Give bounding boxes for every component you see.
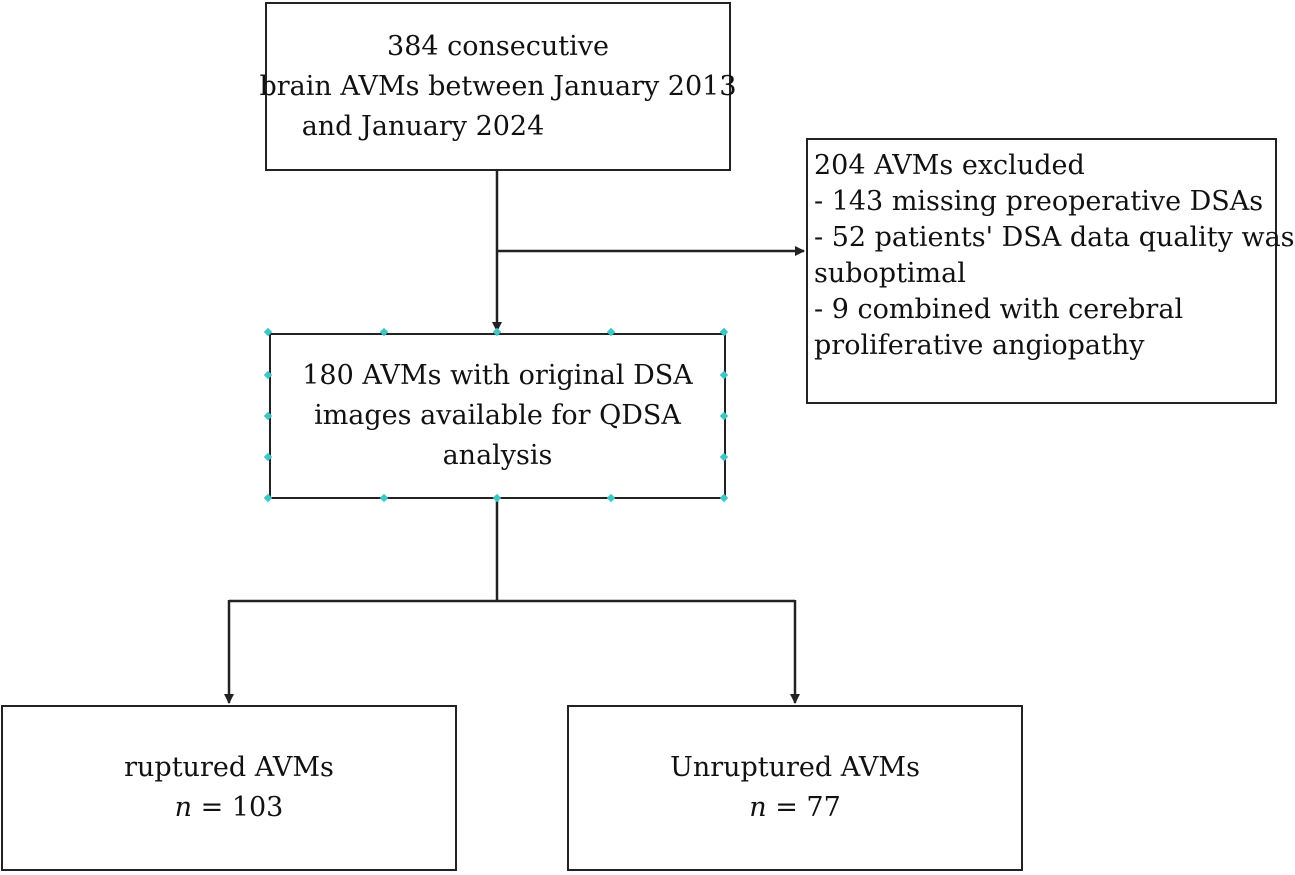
ruptured-count: n = 103	[175, 788, 284, 828]
available-line-2: images available for QDSA	[314, 400, 681, 431]
ruptured-count-value: = 103	[200, 792, 284, 823]
start-line-1: 384 consecutive	[387, 30, 609, 62]
unruptured-count-value: = 77	[775, 792, 841, 823]
unruptured-box[interactable]: Unruptured AVMs n = 77	[567, 705, 1023, 871]
available-line-1: 180 AVMs with original DSA	[302, 360, 693, 391]
excluded-title: 204 AVMs excluded	[814, 150, 1085, 181]
ruptured-box[interactable]: ruptured AVMs n = 103	[1, 705, 457, 871]
start-line-2: brain AVMs between January 2013	[259, 70, 737, 102]
excluded-box[interactable]: 204 AVMs excluded - 143 missing preopera…	[806, 138, 1295, 404]
unruptured-count: n = 77	[749, 788, 841, 828]
n-symbol: n	[174, 792, 193, 823]
excluded-item-2: - 52 patients' DSA data quality was	[814, 222, 1295, 253]
available-box[interactable]: 180 AVMs with original DSA images availa…	[269, 333, 726, 499]
excluded-item-1: - 143 missing preoperative DSAs	[814, 186, 1264, 217]
start-line-3: and January 2024	[301, 110, 545, 142]
excluded-item-2-cont: suboptimal	[814, 258, 966, 289]
excluded-item-3: - 9 combined with cerebral	[814, 294, 1184, 325]
unruptured-label: Unruptured AVMs	[670, 752, 920, 783]
n-symbol: n	[749, 792, 767, 823]
ruptured-label: ruptured AVMs	[124, 752, 334, 783]
available-line-3: analysis	[442, 440, 553, 471]
start-box[interactable]: 384 consecutive brain AVMs between Janua…	[259, 2, 737, 171]
excluded-item-3-cont: proliferative angiopathy	[814, 330, 1145, 361]
